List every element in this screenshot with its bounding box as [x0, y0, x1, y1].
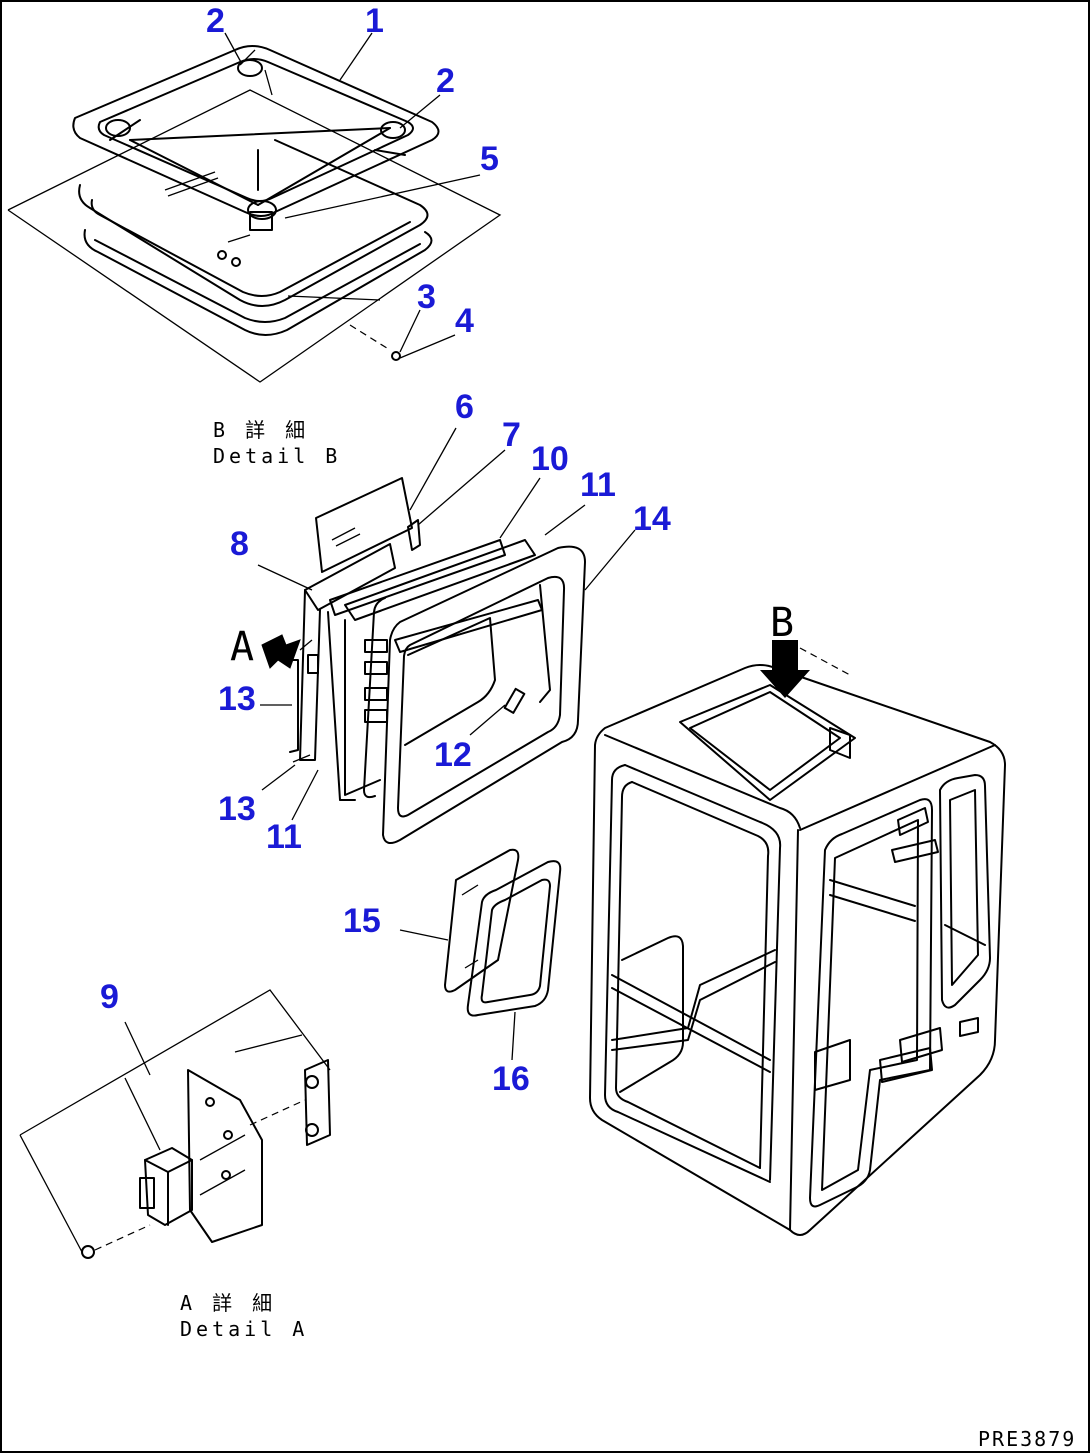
detail-b-caption-jp: B 詳 細 — [213, 418, 309, 442]
callout-2-right: 2 — [436, 62, 455, 100]
detail-a-caption-jp: A 詳 細 — [180, 1291, 276, 1315]
detail-a-caption-en: Detail A — [180, 1317, 308, 1341]
view-letter-a: A — [230, 624, 254, 670]
callout-2-top: 2 — [206, 2, 225, 40]
callout-numbers: 1 2 2 5 3 4 6 7 10 11 14 8 13 12 13 11 1… — [100, 2, 671, 1098]
view-letter-b: B — [770, 600, 794, 646]
callout-5: 5 — [480, 140, 499, 178]
callout-9: 9 — [100, 978, 119, 1016]
callout-15: 15 — [343, 902, 381, 940]
callout-3: 3 — [417, 278, 436, 316]
roof-hatch-assembly — [7, 45, 502, 383]
callout-13-upper: 13 — [218, 680, 256, 718]
callout-12: 12 — [434, 736, 472, 774]
callout-4: 4 — [455, 302, 474, 340]
callout-6: 6 — [455, 388, 474, 426]
callout-11-bottom: 11 — [266, 818, 302, 856]
callout-11-top: 11 — [580, 466, 616, 504]
callout-8: 8 — [230, 525, 249, 563]
callout-13-lower: 13 — [218, 790, 256, 828]
cab-body — [589, 640, 1006, 1236]
window-glass-assembly — [261, 477, 586, 845]
callout-1: 1 — [365, 2, 384, 40]
callout-14: 14 — [633, 500, 671, 538]
detail-b-caption-en: Detail B — [213, 444, 341, 468]
small-window-assembly — [444, 848, 562, 1017]
switch-bracket-assembly — [19, 989, 331, 1259]
drawing-code: PRE3879 — [978, 1427, 1076, 1451]
leader-lines — [124, 32, 636, 1151]
callout-7: 7 — [502, 416, 521, 454]
callout-16: 16 — [492, 1060, 530, 1098]
callout-10: 10 — [531, 440, 569, 478]
